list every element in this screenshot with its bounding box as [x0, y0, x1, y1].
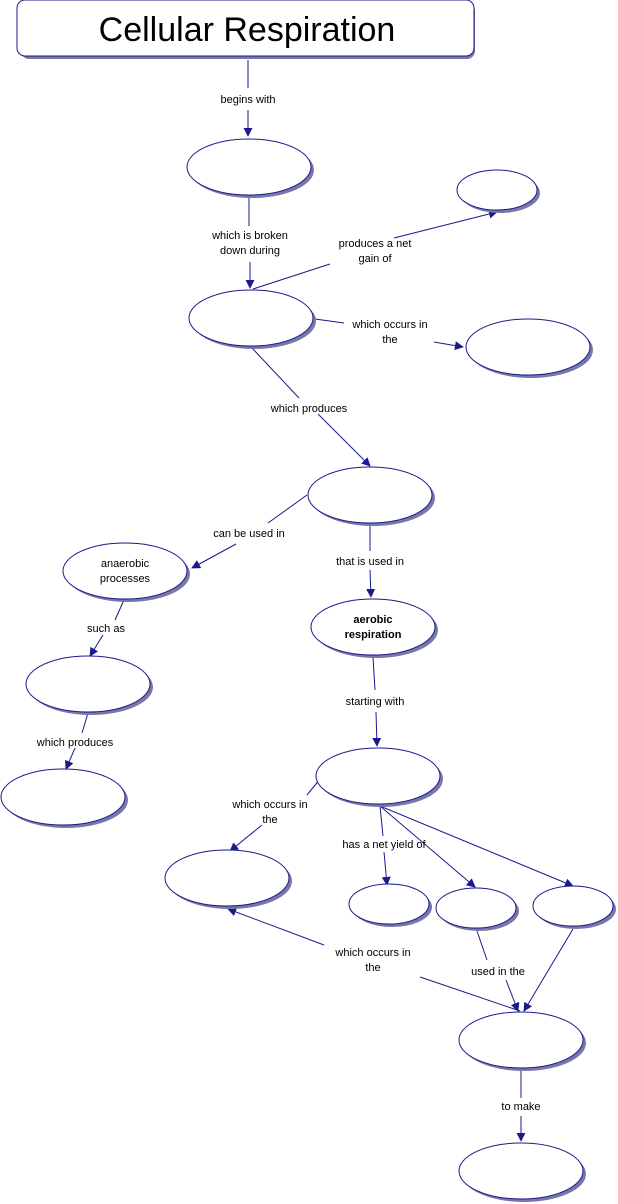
link-label-which-produces-ferment[interactable]: which produces [36, 737, 114, 749]
edges [65, 60, 574, 1142]
node-electron-transport-chain[interactable] [458, 1011, 586, 1071]
link-label-which-produces-pyruvate[interactable]: which produces [270, 403, 348, 415]
link-label-net-yield[interactable]: has a net yield of [342, 839, 426, 851]
node-nadh[interactable] [435, 887, 519, 931]
link-label-that-is-used-in[interactable]: that is used in [336, 556, 404, 568]
link-label-begins-with[interactable]: begins with [220, 94, 275, 106]
node-krebs-cycle[interactable] [315, 747, 443, 807]
node-fermentation-product[interactable] [0, 768, 128, 828]
title-box[interactable]: Cellular Respiration [16, 0, 475, 59]
link-label-used-in-the[interactable]: used in the [471, 966, 525, 978]
node-mitochondria[interactable] [164, 849, 292, 909]
node-atp-krebs[interactable] [348, 883, 432, 927]
link-label-can-be-used-in[interactable]: can be used in [213, 528, 285, 540]
link-label-to-make[interactable]: to make [501, 1101, 540, 1113]
node-glucose[interactable] [186, 138, 314, 198]
node-glycolysis[interactable] [188, 289, 316, 349]
node-atp-glycolysis[interactable] [456, 169, 540, 213]
node-cytoplasm[interactable] [465, 318, 593, 378]
link-label-such-as[interactable]: such as [87, 623, 125, 635]
link-label-starting-with[interactable]: starting with [346, 696, 405, 708]
node-atp-final[interactable] [458, 1142, 586, 1202]
page-title: Cellular Respiration [99, 11, 396, 49]
node-fermentation[interactable] [25, 655, 153, 715]
node-pyruvate[interactable] [307, 466, 435, 526]
node-fadh2[interactable] [532, 885, 616, 929]
